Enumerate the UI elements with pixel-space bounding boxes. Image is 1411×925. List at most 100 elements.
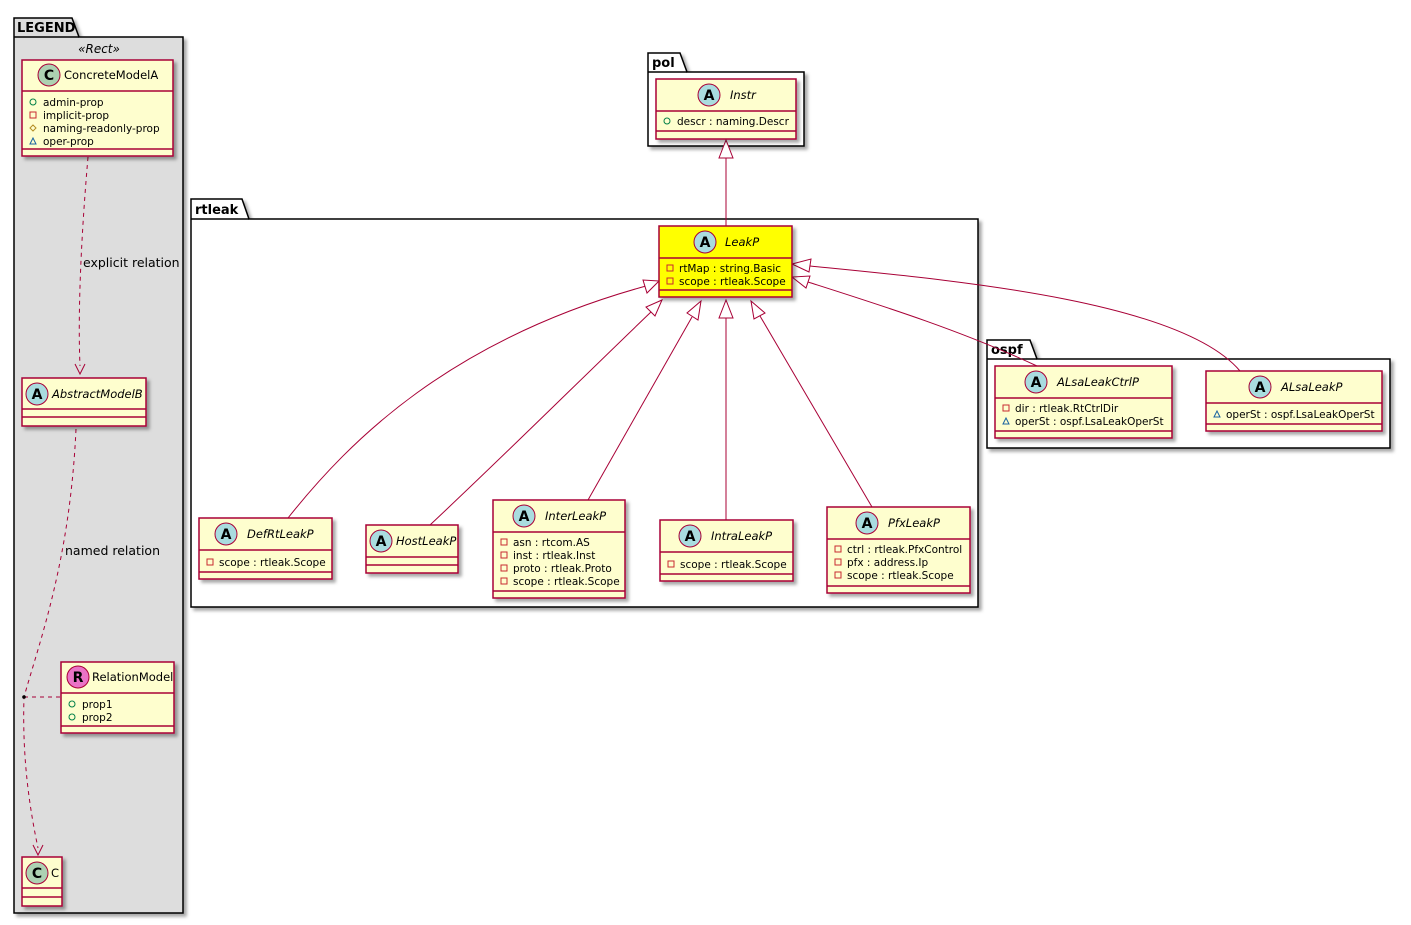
edge-alsaleakctrlp-leakp <box>807 281 1038 367</box>
class-name: InterLeakP <box>545 509 606 523</box>
class-attr: implicit-prop <box>43 110 109 122</box>
visibility-private-icon <box>206 558 214 566</box>
class-attr: proto : rtleak.Proto <box>513 563 612 575</box>
abstract-class-icon <box>855 511 879 535</box>
package-legend-title: LEGEND <box>17 21 76 36</box>
edge-named-relation <box>23 428 77 849</box>
relation-class-letter: R <box>73 670 84 686</box>
class-attr: operSt : ospf.LsaLeakOperSt <box>1015 416 1164 428</box>
visibility-private-icon <box>500 551 508 559</box>
class-attr: rtMap : string.Basic <box>679 263 781 275</box>
visibility-public-icon <box>68 700 76 708</box>
edge-interleakp-leakp <box>587 316 693 501</box>
abstract-class-icon <box>25 382 49 406</box>
class-alsaleakctrlp[interactable]: A ALsaLeakCtrlP dir : rtleak.RtCtrlDir o… <box>994 365 1173 439</box>
class-name: PfxLeakP <box>888 516 940 530</box>
class-name: C <box>51 866 59 880</box>
abstract-class-icon <box>697 83 721 107</box>
edge-hostleakp-leakp-arrow <box>645 299 663 317</box>
visibility-private-icon <box>667 560 675 568</box>
visibility-private-icon <box>29 111 37 119</box>
class-name: ALsaLeakCtrlP <box>1056 375 1139 389</box>
edge-defrtleakp-leakp-arrow <box>642 279 661 294</box>
abstract-class-letter: A <box>32 387 43 403</box>
class-name: Instr <box>730 88 757 102</box>
abstract-class-icon <box>369 529 393 553</box>
class-attr: descr : naming.Descr <box>677 116 790 128</box>
abstract-class-letter: A <box>1031 375 1042 391</box>
class-attr: scope : rtleak.Scope <box>219 557 326 569</box>
visibility-private-icon <box>500 538 508 546</box>
class-attr: oper-prop <box>43 136 94 148</box>
visibility-private-icon <box>1002 404 1010 412</box>
class-name: IntraLeakP <box>711 529 772 543</box>
class-intraleakp[interactable]: A IntraLeakP scope : rtleak.Scope <box>659 519 794 582</box>
inheritance-edges <box>287 138 1241 526</box>
edge-explicit-relation-arrow <box>74 363 86 376</box>
class-name: ALsaLeakP <box>1280 380 1343 394</box>
class-leakp[interactable]: A LeakP rtMap : string.Basic scope : rtl… <box>658 225 793 298</box>
edge-interleakp-leakp-arrow <box>686 299 702 321</box>
visibility-package-icon <box>1213 409 1221 418</box>
relation-junction-dot <box>22 695 26 699</box>
visibility-private-icon <box>834 558 842 566</box>
explicit-relation-label: explicit relation <box>83 255 180 270</box>
class-relation-model[interactable]: R RelationModel prop1 prop2 <box>60 661 175 734</box>
visibility-private-icon <box>500 564 508 572</box>
visibility-package-icon <box>29 136 37 145</box>
edge-alsaleakp-leakp-arrow <box>790 258 812 273</box>
edge-pfxleakp-leakp-arrow <box>750 299 766 320</box>
class-attr: scope : rtleak.Scope <box>680 559 787 571</box>
class-name: ConcreteModelA <box>64 68 158 82</box>
concrete-class-icon <box>25 861 49 885</box>
abstract-class-icon <box>512 504 536 528</box>
visibility-private-icon <box>834 571 842 579</box>
class-defrtleakp[interactable]: A DefRtLeakP scope : rtleak.Scope <box>198 517 333 580</box>
class-attr: admin-prop <box>43 97 104 109</box>
edge-explicit-relation <box>78 156 89 367</box>
class-attr: scope : rtleak.Scope <box>847 570 954 582</box>
class-interleakp[interactable]: A InterLeakP asn : rtcom.AS inst : rtlea… <box>492 499 626 599</box>
class-attr: inst : rtleak.Inst <box>513 550 595 562</box>
class-alsaleakp[interactable]: A ALsaLeakP operSt : ospf.LsaLeakOperSt <box>1205 370 1383 432</box>
visibility-private-icon <box>500 577 508 585</box>
legend-stereotype: «Rect» <box>78 42 120 56</box>
edge-leakp-instr-arrow <box>718 138 734 159</box>
visibility-private-icon <box>666 264 674 272</box>
edge-hostleakp-leakp <box>429 310 653 526</box>
class-hostleakp[interactable]: A HostLeakP <box>365 524 459 574</box>
edge-intraleakp-leakp-arrow <box>718 298 734 319</box>
abstract-class-letter: A <box>519 509 530 525</box>
abstract-class-letter: A <box>1255 380 1266 396</box>
edge-alsaleakctrlp-leakp-arrow <box>790 275 811 289</box>
package-pol-title: pol <box>652 56 675 71</box>
abstract-class-icon <box>678 524 702 548</box>
class-instr[interactable]: A Instr descr : naming.Descr <box>655 78 797 140</box>
class-pfxleakp[interactable]: A PfxLeakP ctrl : rtleak.PfxControl pfx … <box>826 506 971 594</box>
class-attr: prop2 <box>82 712 113 724</box>
visibility-public-icon <box>29 98 37 106</box>
abstract-class-letter: A <box>376 534 387 550</box>
concrete-class-letter: C <box>32 866 42 882</box>
class-attr: dir : rtleak.RtCtrlDir <box>1015 403 1119 415</box>
class-attr: naming-readonly-prop <box>43 123 160 135</box>
class-attr: scope : rtleak.Scope <box>679 276 786 288</box>
class-name: RelationModel <box>92 670 173 684</box>
visibility-package-icon <box>1002 416 1010 425</box>
class-c[interactable]: C C <box>21 856 63 907</box>
package-rtleak-title: rtleak <box>195 203 239 218</box>
class-name: DefRtLeakP <box>247 527 314 541</box>
class-attr: operSt : ospf.LsaLeakOperSt <box>1226 409 1375 421</box>
abstract-class-letter: A <box>704 88 715 104</box>
class-attr: scope : rtleak.Scope <box>513 576 620 588</box>
abstract-class-icon <box>693 230 717 254</box>
class-attr: pfx : address.Ip <box>847 557 928 569</box>
class-abstract-model-b[interactable]: A AbstractModelB <box>21 377 147 427</box>
class-attr: asn : rtcom.AS <box>513 537 590 549</box>
visibility-public-icon <box>663 117 671 125</box>
visibility-public-icon <box>68 713 76 721</box>
edge-named-relation-arrow <box>32 844 44 857</box>
class-attr: ctrl : rtleak.PfxControl <box>847 544 962 556</box>
class-concrete-model-a[interactable]: C ConcreteModelA admin-prop implicit-pro… <box>21 59 174 157</box>
